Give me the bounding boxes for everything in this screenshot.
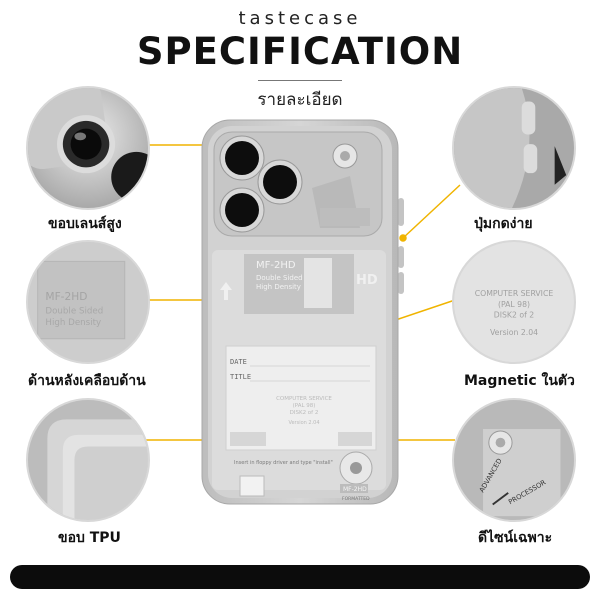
print-label-version: Version 2.04	[288, 420, 319, 426]
footer-bar	[10, 565, 590, 589]
phone-case-image: MF-2HD Double Sided High Density HD DATE…	[201, 119, 404, 505]
feature-label-tpu: ขอบ TPU	[58, 530, 121, 546]
print-badge: MF-2HD	[343, 486, 367, 493]
design-closeup: ADVANCED PROCESSOR	[452, 398, 576, 522]
feature-label-buttons: ปุ่มกดง่าย	[474, 216, 533, 232]
print-date-label: DATE	[230, 358, 247, 366]
connector-top-right	[402, 184, 461, 239]
closeup-label-disk: DISK2 of 2	[494, 310, 535, 319]
closeup-label-service: COMPUTER SERVICE	[475, 289, 554, 298]
title-divider	[258, 80, 342, 81]
print-hd-badge: HD	[356, 273, 378, 288]
tpu-edge-closeup	[26, 398, 150, 522]
print-disk-model: MF-2HD	[256, 260, 296, 271]
print-title-label: TITLE	[230, 373, 251, 381]
print-insert-text: Insert in floppy driver and type "instal…	[234, 460, 333, 466]
print-formatted: FORMATTED	[342, 496, 370, 502]
feature-label-design: ดีไซน์เฉพาะ	[478, 530, 553, 546]
closeup-label-version: Version 2.04	[490, 328, 538, 337]
closeup-disk-line2: High Density	[45, 318, 101, 328]
print-label-disk: DISK2 of 2	[290, 410, 319, 416]
magnetic-closeup: COMPUTER SERVICE (PAL 98) DISK2 of 2 Ver…	[452, 240, 576, 364]
feature-label-matte: ด้านหลังเคลือบด้าน	[28, 373, 146, 389]
side-buttons-closeup	[452, 86, 576, 210]
print-disk-line1: Double Sided	[256, 274, 303, 282]
print-disk-line2: High Density	[256, 283, 301, 291]
matte-back-closeup: MF-2HD Double Sided High Density	[26, 240, 150, 364]
page-subtitle: รายละเอียด	[257, 90, 343, 110]
closeup-disk-model: MF-2HD	[45, 290, 87, 303]
page-title: SPECIFICATION	[136, 30, 464, 73]
closeup-disk-line1: Double Sided	[45, 307, 103, 317]
camera-lens-closeup	[26, 86, 150, 210]
brand-name: tastecase	[238, 8, 362, 29]
print-label-pal: (PAL 98)	[293, 403, 316, 409]
connector-dot-top-right	[399, 234, 407, 242]
feature-label-magnetic: Magnetic ในตัว	[464, 373, 575, 389]
print-label-service: COMPUTER SERVICE	[276, 396, 332, 402]
feature-label-lens: ขอบเลนส์สูง	[48, 216, 122, 232]
closeup-label-pal: (PAL 98)	[498, 300, 530, 309]
